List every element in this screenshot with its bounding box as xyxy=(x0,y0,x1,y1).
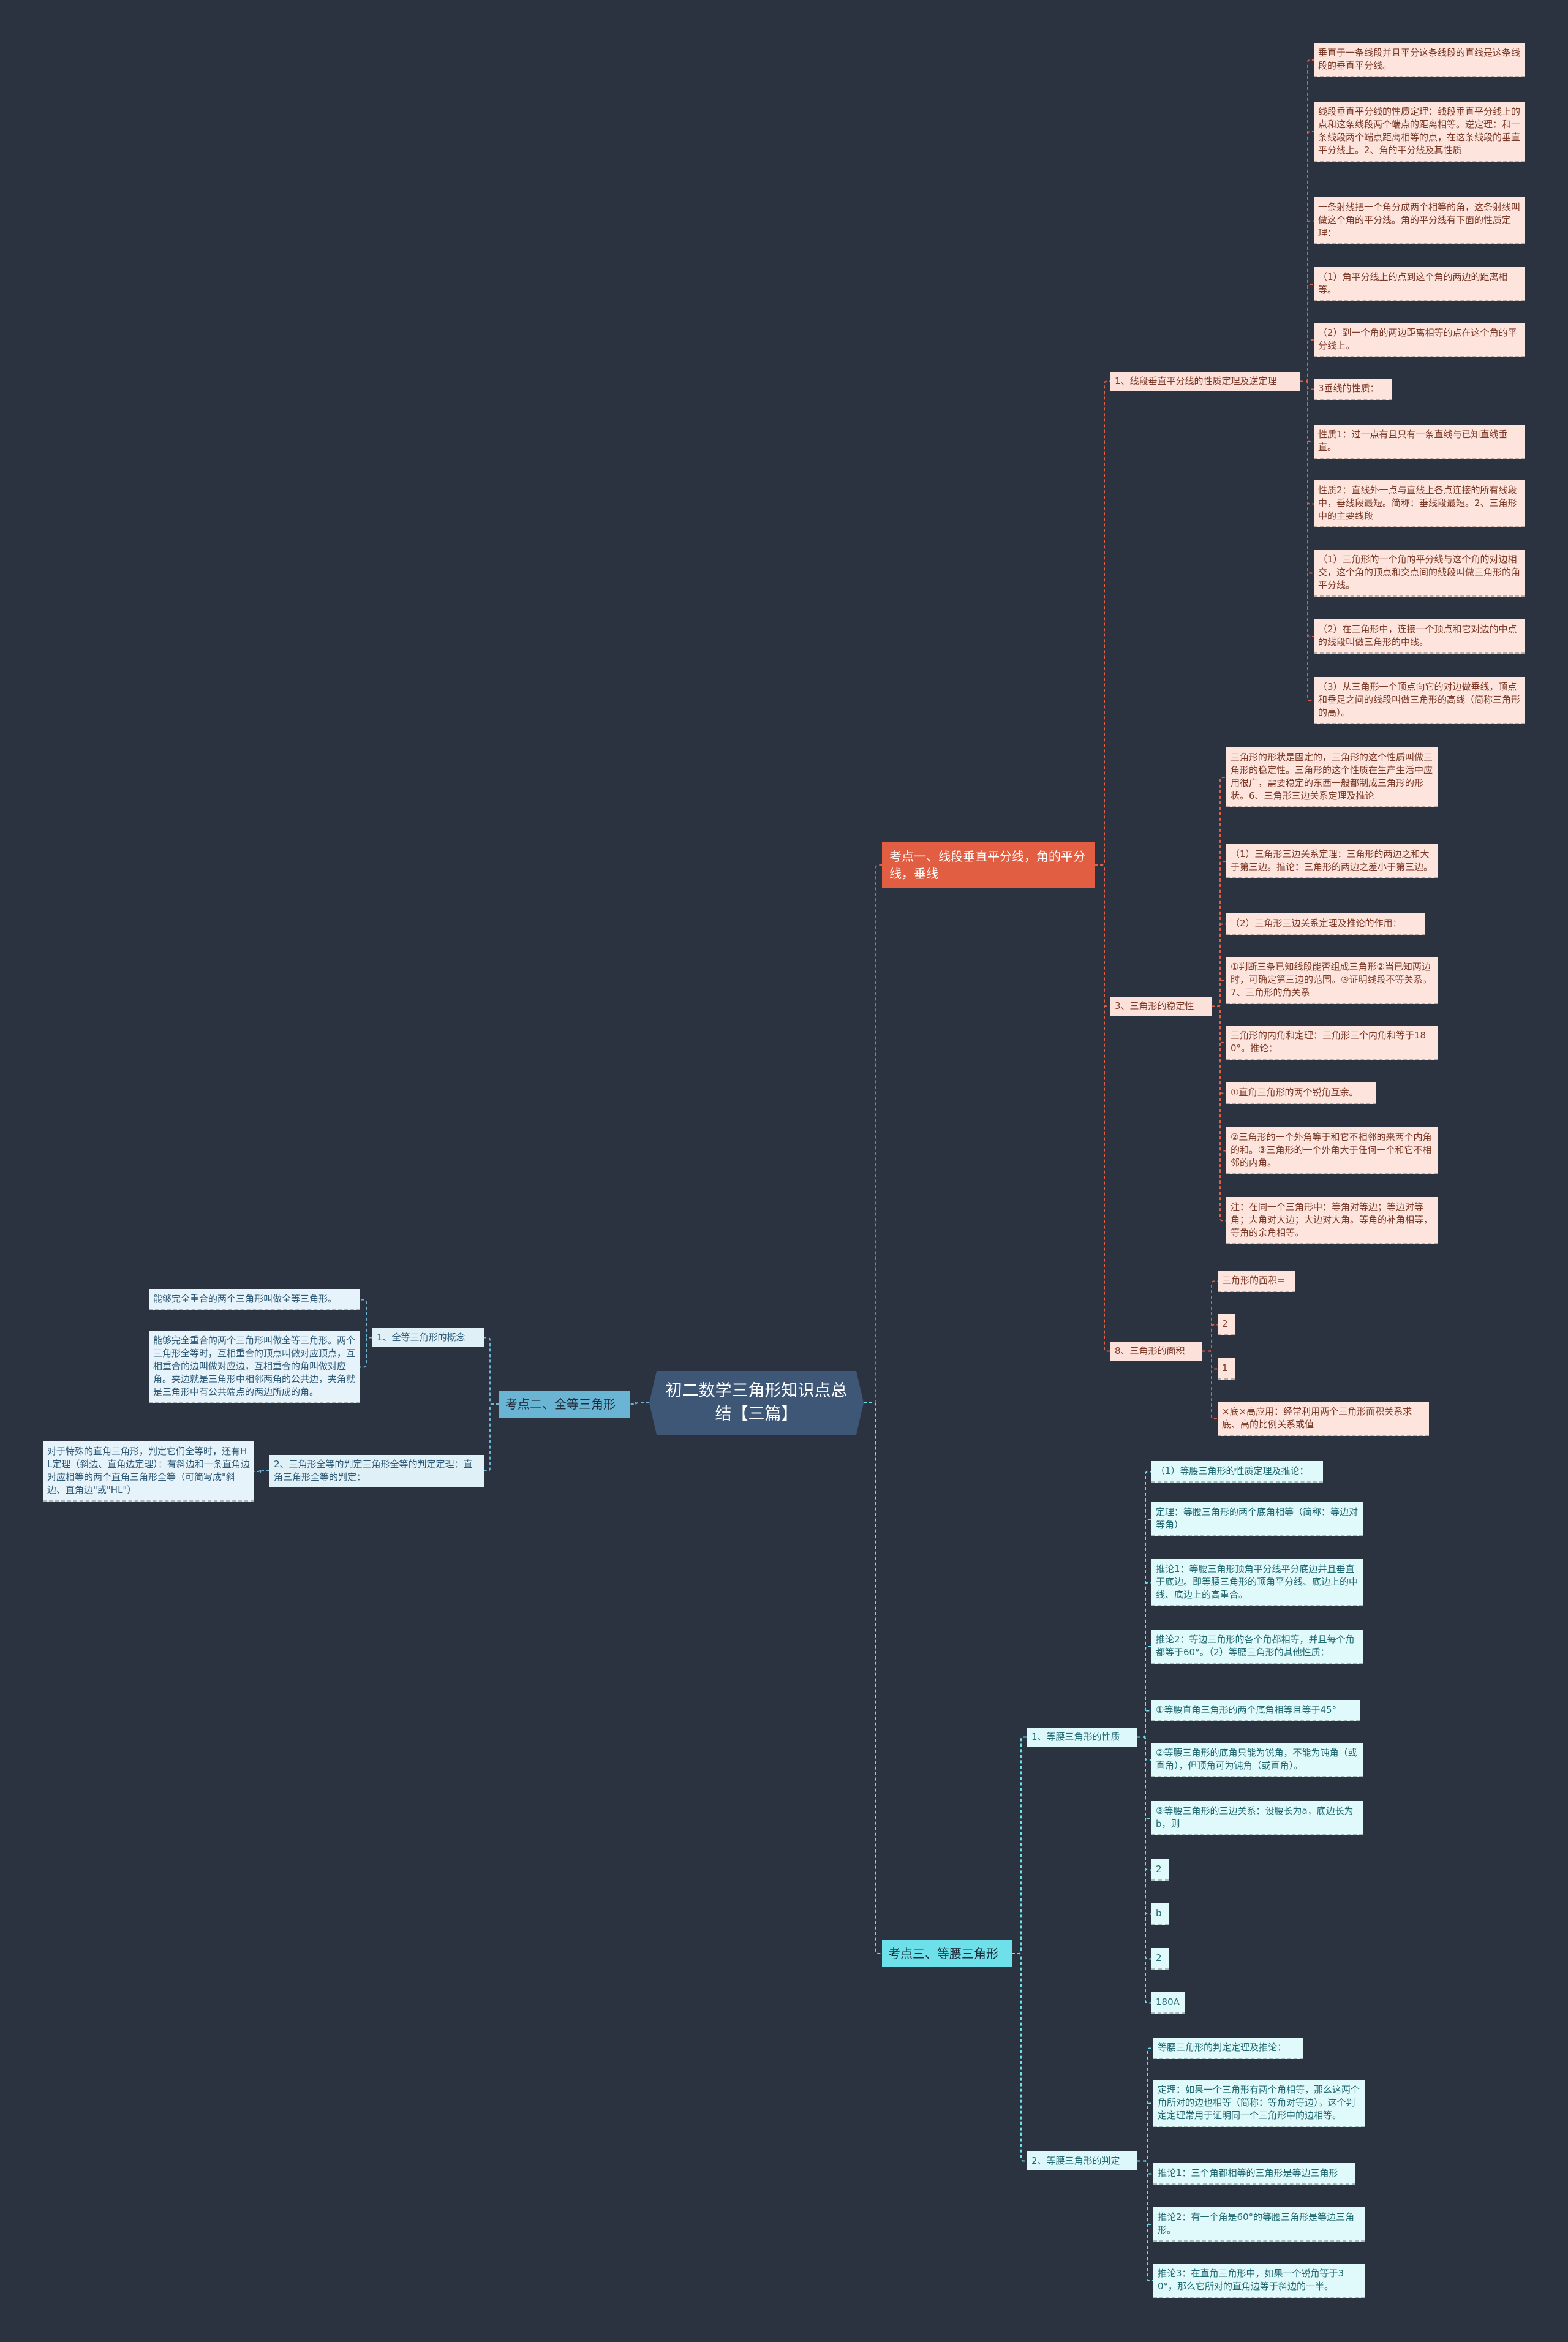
link-s11-l11 xyxy=(1300,380,1314,701)
link-s12-l7 xyxy=(1212,1005,1226,1152)
leaf-1-2-6: ①直角三角形的两个锐角互余。 xyxy=(1226,1082,1376,1104)
leaf-1-2-8: 注：在同一个三角形中：等角对等边；等边对等角；大角对大边；大边对大角。等角的补角… xyxy=(1226,1197,1438,1244)
leaf-1-3-3: 1 xyxy=(1218,1358,1235,1380)
link-s13-l4 xyxy=(1202,1350,1218,1419)
link-s12-l6 xyxy=(1212,1005,1226,1094)
branch-topic-3[interactable]: 考点三、等腰三角形 xyxy=(882,1940,1012,1967)
link-s31-l6 xyxy=(1137,1736,1152,1761)
link-b1-s2 xyxy=(1095,864,1110,1007)
link-s31-l11 xyxy=(1137,1736,1152,2004)
link-s12-l4 xyxy=(1212,980,1226,1007)
leaf-2-1-1: 能够完全重合的两个三角形叫做全等三角形。 xyxy=(149,1289,360,1310)
link-s32-l1 xyxy=(1137,2047,1153,2162)
leaf-3-1-1: （1）等腰三角形的性质定理及推论： xyxy=(1152,1461,1323,1483)
subtopic-2-2[interactable]: 2、三角形全等的判定三角形全等的判定定理：直角三角形全等的判定： xyxy=(270,1455,484,1487)
leaf-3-2-5: 推论3：在直角三角形中，如果一个锐角等于30°，那么它所对的直角边等于斜边的一半… xyxy=(1153,2264,1365,2298)
link-s22-l1 xyxy=(254,1468,270,1474)
subtopic-2-1[interactable]: 1、全等三角形的概念 xyxy=(372,1328,484,1347)
leaf-1-3-1: 三角形的面积= xyxy=(1218,1271,1295,1292)
leaf-1-1-6: 3垂线的性质： xyxy=(1314,379,1392,400)
branch-topic-2[interactable]: 考点二、全等三角形 xyxy=(499,1391,630,1418)
leaf-1-1-9: （1）三角形的一个角的平分线与这个角的对边相交，这个角的顶点和交点间的线段叫做三… xyxy=(1314,550,1525,597)
link-root-b1 xyxy=(864,864,882,1403)
leaf-3-1-4: 推论2：等边三角形的各个角都相等，并且每个角都等于60°。（2）等腰三角形的其他… xyxy=(1152,1630,1363,1664)
leaf-1-1-10: （2）在三角形中，连接一个顶点和它对边的中点的线段叫做三角形的中线。 xyxy=(1314,619,1525,654)
link-s13-l3 xyxy=(1202,1350,1218,1370)
leaf-1-1-11: （3）从三角形一个顶点向它的对边做垂线，顶点和垂足之间的线段叫做三角形的高线（简… xyxy=(1314,677,1525,724)
subtopic-1-3[interactable]: 8、三角形的面积 xyxy=(1110,1342,1202,1361)
subtopic-1-1[interactable]: 1、线段垂直平分线的性质定理及逆定理 xyxy=(1110,372,1300,391)
leaf-2-1-2: 能够完全重合的两个三角形叫做全等三角形。两个三角形全等时，互相重合的顶点叫做对应… xyxy=(149,1331,360,1403)
link-s13-l2 xyxy=(1202,1324,1218,1352)
link-s32-l5 xyxy=(1137,2160,1153,2281)
leaf-3-2-1: 等腰三角形的判定定理及推论： xyxy=(1153,2038,1303,2059)
subtopic-1-2[interactable]: 3、三角形的稳定性 xyxy=(1110,997,1212,1016)
link-root-b3 xyxy=(864,1402,882,1954)
leaf-1-1-7: 性质1：过一点有且只有一条直线与已知直线垂直。 xyxy=(1314,425,1525,459)
link-s11-l2 xyxy=(1300,131,1314,382)
link-b2-s2 xyxy=(484,1403,499,1471)
link-s21-l2 xyxy=(360,1337,372,1368)
leaf-3-1-2: 定理：等腰三角形的两个底角相等（简称：等边对等角） xyxy=(1152,1502,1363,1536)
link-s32-l2 xyxy=(1137,2102,1153,2162)
leaf-1-1-4: （1）角平分线上的点到这个角的两边的距离相等。 xyxy=(1314,267,1525,301)
leaf-3-1-11: 180A xyxy=(1152,1992,1185,2014)
leaf-1-1-1: 垂直于一条线段并且平分这条线段的直线是这条线段的垂直平分线。 xyxy=(1314,43,1525,77)
leaf-3-1-7: ③等腰三角形的三边关系：设腰长为a，底边长为b，则 xyxy=(1152,1801,1363,1835)
link-s12-l5 xyxy=(1212,1005,1226,1043)
link-s12-l3 xyxy=(1212,923,1226,1007)
link-s31-l5 xyxy=(1137,1710,1152,1738)
link-s12-l1 xyxy=(1212,777,1226,1007)
link-s12-l2 xyxy=(1212,861,1226,1007)
root-topic[interactable]: 初二数学三角形知识点总结【三篇】 xyxy=(649,1371,864,1435)
leaf-1-2-7: ②三角形的一个外角等于和它不相邻的来两个内角的和。③三角形的一个外角大于任何一个… xyxy=(1226,1127,1438,1174)
link-b1-s1 xyxy=(1095,380,1110,866)
leaf-3-1-10: 2 xyxy=(1152,1948,1169,1970)
link-s31-l2 xyxy=(1137,1519,1152,1738)
link-s11-l4 xyxy=(1300,284,1314,382)
leaf-1-1-2: 线段垂直平分线的性质定理：线段垂直平分线上的点和这条线段两个端点的距离相等。逆定… xyxy=(1314,102,1525,162)
leaf-3-1-3: 推论1：等腰三角形顶角平分线平分底边并且垂直于底边。即等腰三角形的顶角平分线、底… xyxy=(1152,1559,1363,1606)
link-s32-l4 xyxy=(1137,2160,1153,2225)
link-s31-l4 xyxy=(1137,1646,1152,1738)
leaf-1-2-5: 三角形的内角和定理：三角形三个内角和等于180°。推论： xyxy=(1226,1026,1438,1060)
leaf-1-1-5: （2）到一个角的两边距离相等的点在这个角的平分线上。 xyxy=(1314,323,1525,357)
link-s11-l5 xyxy=(1300,339,1314,382)
link-root-b2 xyxy=(630,1401,649,1406)
subtopic-3-1[interactable]: 1、等腰三角形的性质 xyxy=(1027,1728,1137,1747)
leaf-1-1-3: 一条射线把一个角分成两个相等的角，这条射线叫做这个角的平分线。角的平分线有下面的… xyxy=(1314,197,1525,244)
link-b3-s1 xyxy=(1012,1736,1027,1954)
subtopic-3-2[interactable]: 2、等腰三角形的判定 xyxy=(1027,2151,1137,2170)
leaf-3-2-4: 推论2：有一个角是60°的等腰三角形是等边三角形。 xyxy=(1153,2207,1365,2242)
link-s31-l3 xyxy=(1137,1582,1152,1738)
link-b3-s2 xyxy=(1012,1953,1027,2162)
link-s12-l8 xyxy=(1212,1005,1226,1222)
link-s32-l3 xyxy=(1137,2160,1153,2175)
link-s21-l1 xyxy=(360,1299,372,1339)
link-s13-l1 xyxy=(1202,1280,1218,1352)
link-s31-l1 xyxy=(1137,1471,1152,1738)
leaf-1-2-2: （1）三角形三边关系定理：三角形的两边之和大于第三边。推论：三角形的两边之差小于… xyxy=(1226,844,1438,878)
link-s31-l9 xyxy=(1137,1736,1152,1915)
link-s31-l8 xyxy=(1137,1736,1152,1871)
leaf-1-2-4: ①判断三条已知线段能否组成三角形②当已知两边时，可确定第三边的范围。③证明线段不… xyxy=(1226,957,1438,1004)
leaf-3-1-8: 2 xyxy=(1152,1859,1169,1881)
leaf-1-2-3: （2）三角形三边关系定理及推论的作用： xyxy=(1226,913,1425,935)
leaf-1-1-8: 性质2：直线外一点与直线上各点连接的所有线段中，垂线段最短。简称：垂线段最短。2… xyxy=(1314,480,1525,527)
leaf-1-3-2: 2 xyxy=(1218,1314,1235,1335)
leaf-1-3-4: ×底×高应用：经常利用两个三角形面积关系求底、高的比例关系或值 xyxy=(1218,1402,1429,1436)
link-b2-s1 xyxy=(484,1337,499,1405)
leaf-2-2-1: 对于特殊的直角三角形，判定它们全等时，还有HL定理（斜边、直角边定理）：有斜边和… xyxy=(43,1441,254,1502)
leaf-3-1-9: b xyxy=(1152,1903,1169,1925)
branch-topic-1[interactable]: 考点一、线段垂直平分线，角的平分线，垂线 xyxy=(882,842,1095,888)
link-b1-s3 xyxy=(1095,864,1110,1352)
leaf-3-2-3: 推论1：三个角都相等的三角形是等边三角形 xyxy=(1153,2163,1355,2185)
leaf-3-1-6: ②等腰三角形的底角只能为锐角，不能为钝角（或直角），但顶角可为钝角（或直角）。 xyxy=(1152,1743,1363,1777)
leaf-1-2-1: 三角形的形状是固定的，三角形的这个性质叫做三角形的稳定性。三角形的这个性质在生产… xyxy=(1226,747,1438,807)
link-s31-l10 xyxy=(1137,1736,1152,1960)
leaf-3-1-5: ①等腰直角三角形的两个底角相等且等于45° xyxy=(1152,1700,1360,1721)
leaf-3-2-2: 定理：如果一个三角形有两个角相等，那么这两个角所对的边也相等（简称：等角对等边）… xyxy=(1153,2080,1365,2127)
link-s31-l7 xyxy=(1137,1736,1152,1819)
